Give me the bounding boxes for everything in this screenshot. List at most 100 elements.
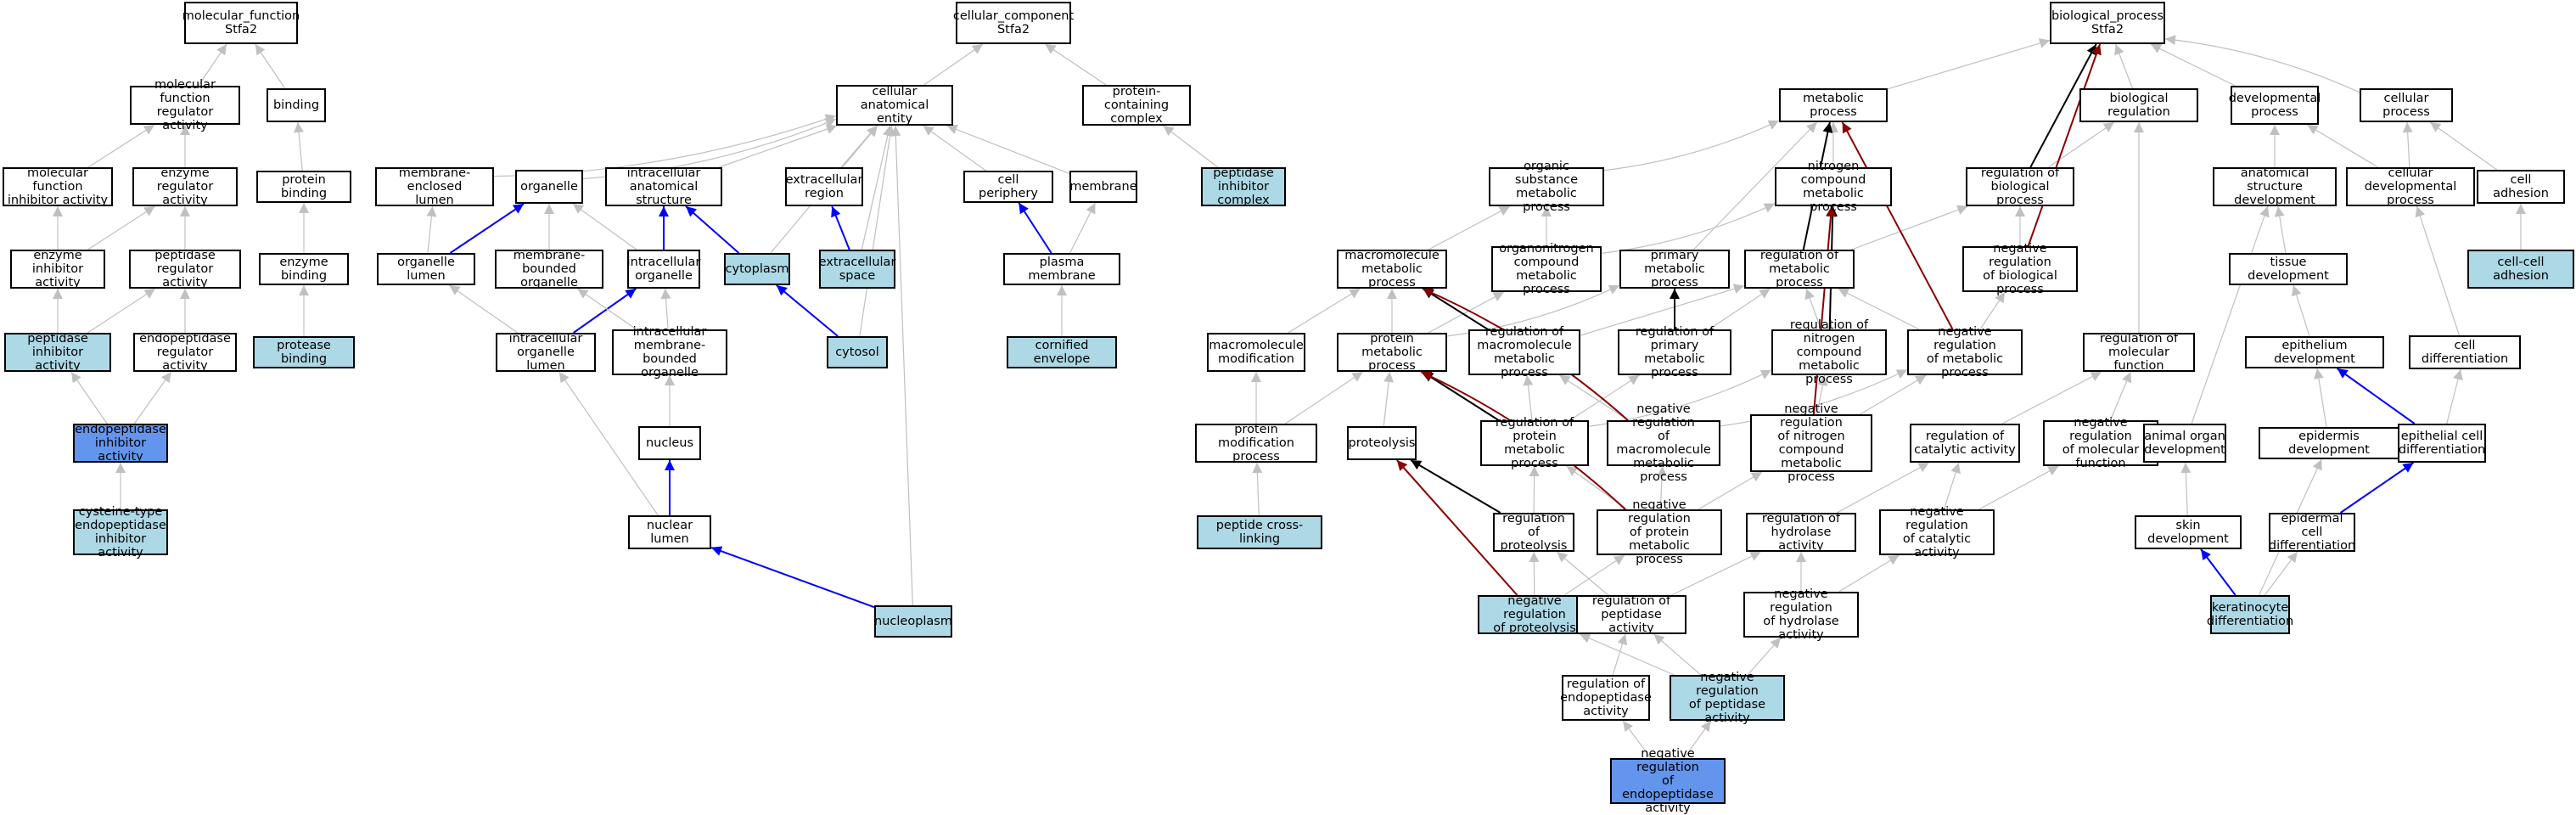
- go-term-mbo[interactable]: membrane-bounded organelle: [495, 249, 603, 289]
- go-term-endo-reg[interactable]: endopeptidase regulator activity: [133, 332, 237, 373]
- go-term-rmp[interactable]: regulation of metabolic process: [1744, 249, 1855, 289]
- go-term-cc-root[interactable]: cellular_component Stfa2: [953, 2, 1074, 44]
- go-term-bp-root[interactable]: biological_process Stfa2: [2050, 2, 2165, 44]
- edge-gray: [660, 288, 671, 330]
- go-term-binding[interactable]: binding: [267, 88, 326, 122]
- edge-red: [1812, 205, 1836, 415]
- go-term-enz-inhib[interactable]: enzyme inhibitor activity: [10, 249, 105, 289]
- go-term-io[interactable]: intracellular organelle: [627, 250, 700, 289]
- go-term-ecs[interactable]: extracellular space: [819, 250, 895, 289]
- edge-gray: [840, 125, 878, 168]
- go-term-nlumen[interactable]: nuclear lumen: [628, 515, 711, 549]
- go-term-pmodp[interactable]: protein modification process: [1195, 423, 1317, 464]
- go-term-epiddev[interactable]: epidermis development: [2259, 427, 2399, 459]
- go-term-nrmmp[interactable]: negative regulation of macromolecule met…: [1607, 402, 1720, 484]
- go-term-nrmp[interactable]: negative regulation of metabolic process: [1907, 325, 2023, 379]
- go-term-celladh[interactable]: cell adhesion: [2477, 170, 2565, 204]
- go-term-orglumen[interactable]: organelle lumen: [377, 253, 475, 285]
- go-term-tissdev[interactable]: tissue development: [2229, 253, 2348, 285]
- go-term-cytoplasm[interactable]: cytoplasm: [724, 253, 790, 285]
- go-term-ncmp[interactable]: nitrogen compound metabolic process: [1775, 160, 1892, 214]
- go-term-nrprotmp[interactable]: negative regulation of protein metabolic…: [1597, 498, 1722, 566]
- go-term-ecr[interactable]: extracellular region: [785, 167, 863, 206]
- go-term-rha[interactable]: regulation of hydrolase activity: [1746, 512, 1856, 553]
- go-term-edcd[interactable]: epidermal cell differentiation: [2268, 512, 2356, 553]
- go-term-prot-bind2[interactable]: protease binding: [253, 336, 355, 368]
- go-term-rprotmp[interactable]: regulation of protein metabolic process: [1480, 416, 1589, 470]
- go-term-osmp[interactable]: organic substance metabolic process: [1489, 160, 1604, 214]
- go-term-membrane[interactable]: membrane: [1069, 171, 1137, 203]
- go-term-celldiff[interactable]: cell differentiation: [2409, 335, 2521, 369]
- go-term-nrea[interactable]: negative regulation of endopeptidase act…: [1610, 747, 1726, 815]
- go-term-proteolysis[interactable]: proteolysis: [1347, 426, 1417, 460]
- go-term-oncmp[interactable]: organonitrogen compound metabolic proces…: [1491, 242, 1602, 296]
- go-term-mf-inhib[interactable]: molecular function inhibitor activity: [3, 166, 113, 207]
- go-term-mel[interactable]: membrane-enclosed lumen: [375, 166, 494, 207]
- go-term-pm[interactable]: plasma membrane: [1003, 253, 1120, 285]
- edge-gray: [1383, 371, 1395, 427]
- go-term-cae[interactable]: cellular anatomical entity: [836, 85, 953, 126]
- go-term-pic[interactable]: peptidase inhibitor complex: [1201, 166, 1286, 207]
- edge-blue: [573, 288, 637, 334]
- go-term-rea[interactable]: regulation of endopeptidase activity: [1560, 675, 1652, 721]
- go-term-rpmp[interactable]: regulation of primary metabolic process: [1618, 325, 1731, 379]
- go-term-pept-reg[interactable]: peptidase regulator activity: [129, 249, 241, 289]
- go-term-pept-inhib[interactable]: peptidase inhibitor activity: [4, 332, 111, 373]
- go-term-protmp[interactable]: protein metabolic process: [1337, 332, 1447, 373]
- go-term-prot-bind[interactable]: protein binding: [256, 171, 351, 203]
- edge-gray: [2313, 368, 2327, 428]
- go-term-pcc[interactable]: protein-containing complex: [1082, 85, 1191, 126]
- go-term-nrncmp[interactable]: negative regulation of nitrogen compound…: [1750, 402, 1872, 484]
- go-term-corn[interactable]: cornified envelope: [1007, 336, 1117, 368]
- go-term-rprot[interactable]: regulation of proteolysis: [1493, 512, 1574, 553]
- go-term-cys-endo[interactable]: cysteine-type endopeptidase inhibitor ac…: [73, 505, 168, 559]
- go-term-endo-inhib[interactable]: endopeptidase inhibitor activity: [73, 423, 168, 464]
- go-term-mf-root[interactable]: molecular_function Stfa2: [182, 2, 300, 44]
- edge-gray: [1804, 288, 1821, 330]
- edge-gray: [1657, 465, 1668, 510]
- go-term-ecd[interactable]: epithelial cell differentiation: [2398, 424, 2486, 463]
- go-term-nucleus[interactable]: nucleus: [638, 426, 701, 460]
- edge-gray: [1601, 203, 1776, 254]
- go-term-asd[interactable]: anatomical structure development: [2213, 166, 2337, 207]
- go-term-enz-reg[interactable]: enzyme regulator activity: [132, 166, 238, 207]
- go-term-mf-regact[interactable]: molecular function regulator activity: [130, 78, 240, 132]
- go-term-pcl[interactable]: peptide cross-linking: [1197, 515, 1322, 549]
- go-term-cytosol[interactable]: cytosol: [827, 336, 888, 368]
- go-term-bioreg[interactable]: biological regulation: [2079, 88, 2198, 122]
- go-term-rca[interactable]: regulation of catalytic activity: [1910, 424, 2020, 463]
- go-term-mmod[interactable]: macromolecule modification: [1207, 333, 1305, 372]
- go-term-devproc[interactable]: developmental process: [2229, 86, 2321, 125]
- go-term-imbo[interactable]: intracellular membrane-bounded organelle: [612, 325, 727, 379]
- go-term-rpa[interactable]: regulation of peptidase activity: [1576, 594, 1686, 635]
- go-term-mmp[interactable]: macromolecule metabolic process: [1337, 249, 1447, 289]
- go-term-cdp[interactable]: cellular developmental process: [2346, 166, 2475, 207]
- go-term-nrca[interactable]: negative regulation of catalytic activit…: [1879, 505, 1995, 559]
- go-term-nrha[interactable]: negative regulation of hydrolase activit…: [1743, 587, 1859, 642]
- edge-gray: [2191, 205, 2270, 424]
- go-term-metab[interactable]: metabolic process: [1779, 88, 1888, 122]
- go-term-rncmp[interactable]: regulation of nitrogen compound metaboli…: [1771, 318, 1887, 386]
- go-term-nrpa[interactable]: negative regulation of peptidase activit…: [1670, 671, 1785, 725]
- go-term-cellproc[interactable]: cellular process: [2360, 88, 2453, 122]
- go-term-organelle[interactable]: organelle: [515, 170, 583, 204]
- go-term-nrprot[interactable]: negative regulation of proteolysis: [1478, 594, 1591, 635]
- go-term-epidev[interactable]: epithelium development: [2245, 336, 2384, 368]
- go-term-nucleoplasm[interactable]: nucleoplasm: [874, 605, 952, 638]
- go-term-nrmf[interactable]: negative regulation of molecular functio…: [2043, 416, 2158, 470]
- go-term-pmp[interactable]: primary metabolic process: [1619, 249, 1730, 289]
- go-term-kdiff[interactable]: keratinocyte differentiation: [2207, 595, 2293, 634]
- go-term-iol[interactable]: intracellular organelle lumen: [496, 332, 596, 373]
- go-term-rbp[interactable]: regulation of biological process: [1966, 166, 2074, 207]
- go-term-aod[interactable]: animal organ development: [2143, 424, 2226, 463]
- go-term-skindev[interactable]: skin development: [2135, 515, 2242, 549]
- go-term-rmmp[interactable]: regulation of macromolecule metabolic pr…: [1468, 325, 1580, 379]
- go-term-ccadh[interactable]: cell-cell adhesion: [2467, 250, 2574, 289]
- go-term-nrbp[interactable]: negative regulation of biological proces…: [1962, 242, 2078, 296]
- go-term-ias[interactable]: intracellular anatomical structure: [605, 166, 722, 207]
- go-term-cperiph[interactable]: cell periphery: [963, 171, 1053, 203]
- edge-gray: [2114, 43, 2133, 89]
- edge-gray: [1529, 465, 1540, 514]
- go-term-enz-bind[interactable]: enzyme binding: [259, 253, 349, 285]
- go-term-rmf[interactable]: regulation of molecular function: [2083, 332, 2195, 373]
